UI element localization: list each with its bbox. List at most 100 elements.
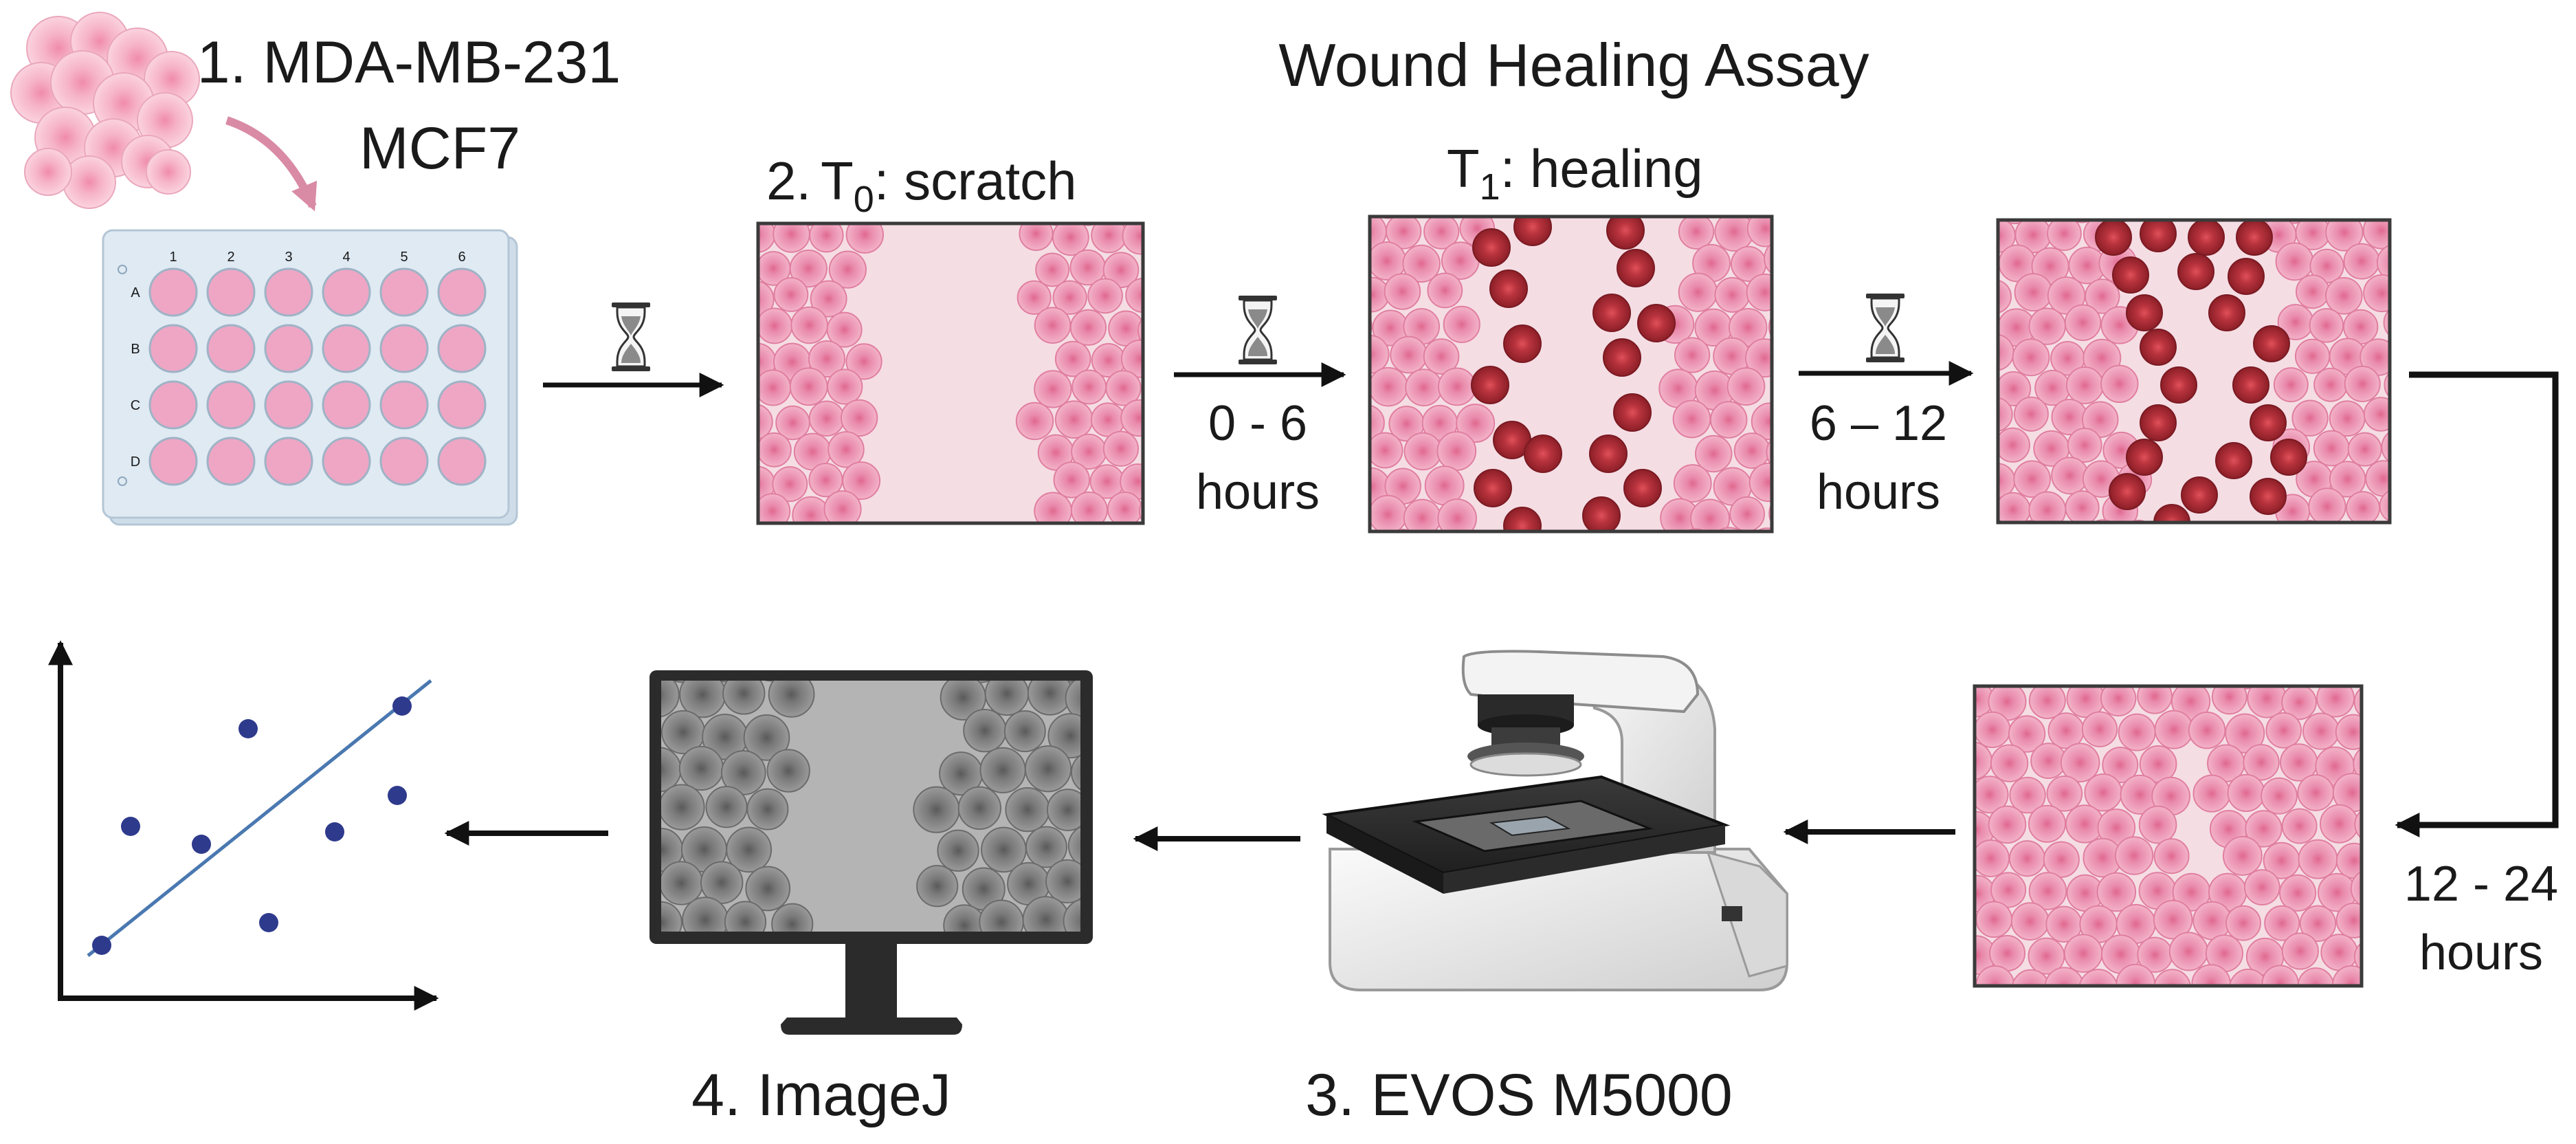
cell [1962,243,1996,277]
cell [1333,500,1369,536]
cell [2191,964,2232,986]
migrating-cell [2112,256,2149,294]
cell [1990,872,2027,908]
cell [1370,404,1385,441]
migrating-cell [1489,270,1528,308]
cell [2309,308,2344,343]
cell [2222,835,2263,876]
hourglass-icon [610,301,652,373]
cell [2243,744,2280,781]
cell [722,681,766,715]
cell [2300,520,2319,522]
cell [1937,838,1975,875]
cell [1370,432,1403,469]
step-2-subscript: 0 [854,179,874,220]
cell [1393,529,1412,531]
cell [1054,340,1091,377]
migrating-cell [2208,294,2245,331]
cell [1072,369,1107,405]
cell [768,681,815,718]
cell [1024,745,1072,793]
plate-row-label: C [131,398,140,413]
migrating-cell [1513,217,1552,246]
cell [2021,520,2040,522]
panel-t1-healing [1333,178,1774,571]
cell [2279,874,2317,912]
cell [705,786,748,828]
well [379,380,429,430]
cell [2313,430,2350,467]
well [206,437,256,486]
cell [758,404,773,440]
migrating-cell [1613,393,1652,432]
well [264,267,313,317]
cell [1005,787,1050,833]
migrating-cell [1582,496,1621,531]
scatter-point [238,719,258,738]
cell [2072,220,2093,223]
cell [1443,305,1480,343]
interval-c-line1: 12 - 24 [2404,857,2558,912]
cell [758,432,792,468]
cell [678,745,724,791]
cell [1971,646,2009,684]
cell [2320,804,2359,844]
cell [1934,648,1972,686]
cell [1755,527,1772,531]
cell [2048,522,2084,558]
cell [1054,400,1093,439]
cell [2353,687,2362,717]
cell [1053,461,1091,498]
interval-b-line2: hours [1817,465,1940,520]
migrating-cell [2126,439,2163,476]
cell [2294,338,2331,374]
cell [2261,777,2298,815]
cell [2282,220,2306,224]
cell [2211,686,2247,715]
cell [2192,774,2231,813]
well [437,437,487,486]
cell [2281,808,2318,844]
cell [2117,647,2152,682]
cell [827,368,863,405]
cell [2067,428,2102,463]
well [148,380,198,430]
cell [720,312,753,345]
cell [758,450,759,458]
migrating-cell [2177,253,2214,290]
cell [1047,713,1080,759]
migrating-cell [2095,220,2132,256]
cell [792,496,830,523]
cell [2347,432,2382,467]
cell [2364,524,2400,560]
cell [743,714,790,761]
cell [1406,178,1441,213]
cell [1105,370,1142,406]
cell [828,431,865,468]
cell [1456,404,1496,443]
well [322,324,371,373]
cell [1678,272,1718,312]
cell [1434,529,1450,531]
cell [1052,280,1087,315]
cell [963,709,1007,753]
cell [2346,491,2381,522]
migrating-cell [1471,366,1509,404]
cell [1349,533,1387,571]
well [379,437,429,486]
scatter-point [121,817,140,836]
migrating-cell [2109,473,2146,510]
cell [1427,272,1463,309]
panel-healing-progress [1962,218,2400,560]
plate-column-label: 3 [285,250,292,265]
cell [789,250,828,288]
cell [1070,491,1108,523]
well [379,324,429,373]
cell [789,367,828,406]
cell [1748,462,1772,503]
cell [2003,220,2027,225]
cell [2264,905,2300,941]
cell [2096,872,2137,912]
cell [2225,713,2265,754]
